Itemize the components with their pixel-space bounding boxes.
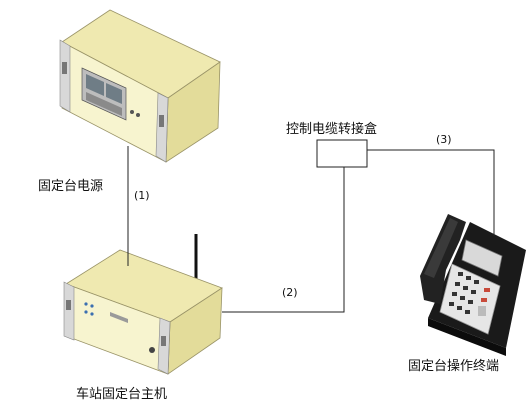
power-supply-unit (59, 9, 221, 163)
terminal-label: 固定台操作终端 (408, 358, 499, 374)
connection-label-2: (2) (282, 286, 298, 299)
wire-2 (222, 167, 345, 313)
junction-box-label: 控制电缆转接盒 (286, 121, 377, 137)
power-supply-label: 固定台电源 (38, 179, 103, 194)
junction-box (316, 139, 368, 168)
wire-3 (367, 149, 495, 236)
host-unit-label: 车站固定台主机 (76, 386, 167, 402)
operator-terminal (420, 214, 526, 356)
station-host-unit (63, 234, 223, 375)
connection-label-1: (1) (134, 189, 150, 202)
connection-label-3: (3) (436, 133, 452, 146)
